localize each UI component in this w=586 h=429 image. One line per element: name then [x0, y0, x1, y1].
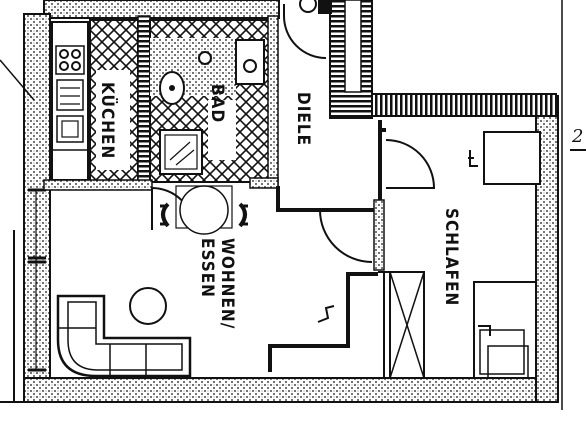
- wall-bath-hall: [267, 15, 279, 187]
- hall-bedroom-door: [385, 139, 436, 189]
- margin-mark: 2: [571, 126, 583, 147]
- partition-hall-bedroom: [276, 120, 386, 271]
- bedroom-label: SCHLAFEN: [441, 208, 461, 306]
- wardrobe: [378, 271, 425, 379]
- hall-label: DIELE: [293, 92, 313, 146]
- bathroom: BAD: [149, 19, 271, 183]
- living-label: WOHNEN/: [217, 238, 237, 329]
- tv-unit: [268, 272, 378, 372]
- wall-kitchen-living: [43, 179, 153, 191]
- hall-living-door: [319, 209, 373, 263]
- sofa: [56, 287, 192, 378]
- outer-walls: [23, 0, 559, 403]
- bedroom: SCHLAFEN: [441, 131, 541, 379]
- dining-label: ESSEN: [197, 238, 217, 298]
- bath-label: BAD: [207, 84, 227, 123]
- dining-table: [160, 185, 248, 235]
- wall-bath-living: [249, 177, 279, 189]
- left-windows: [28, 188, 46, 372]
- leader-line: [0, 59, 35, 101]
- kitchen-label: KÜCHEN: [97, 82, 119, 159]
- wall-kitchen-bath: [137, 15, 151, 187]
- hall-entry-door: [283, 0, 327, 59]
- kitchen: KÜCHEN: [51, 19, 139, 183]
